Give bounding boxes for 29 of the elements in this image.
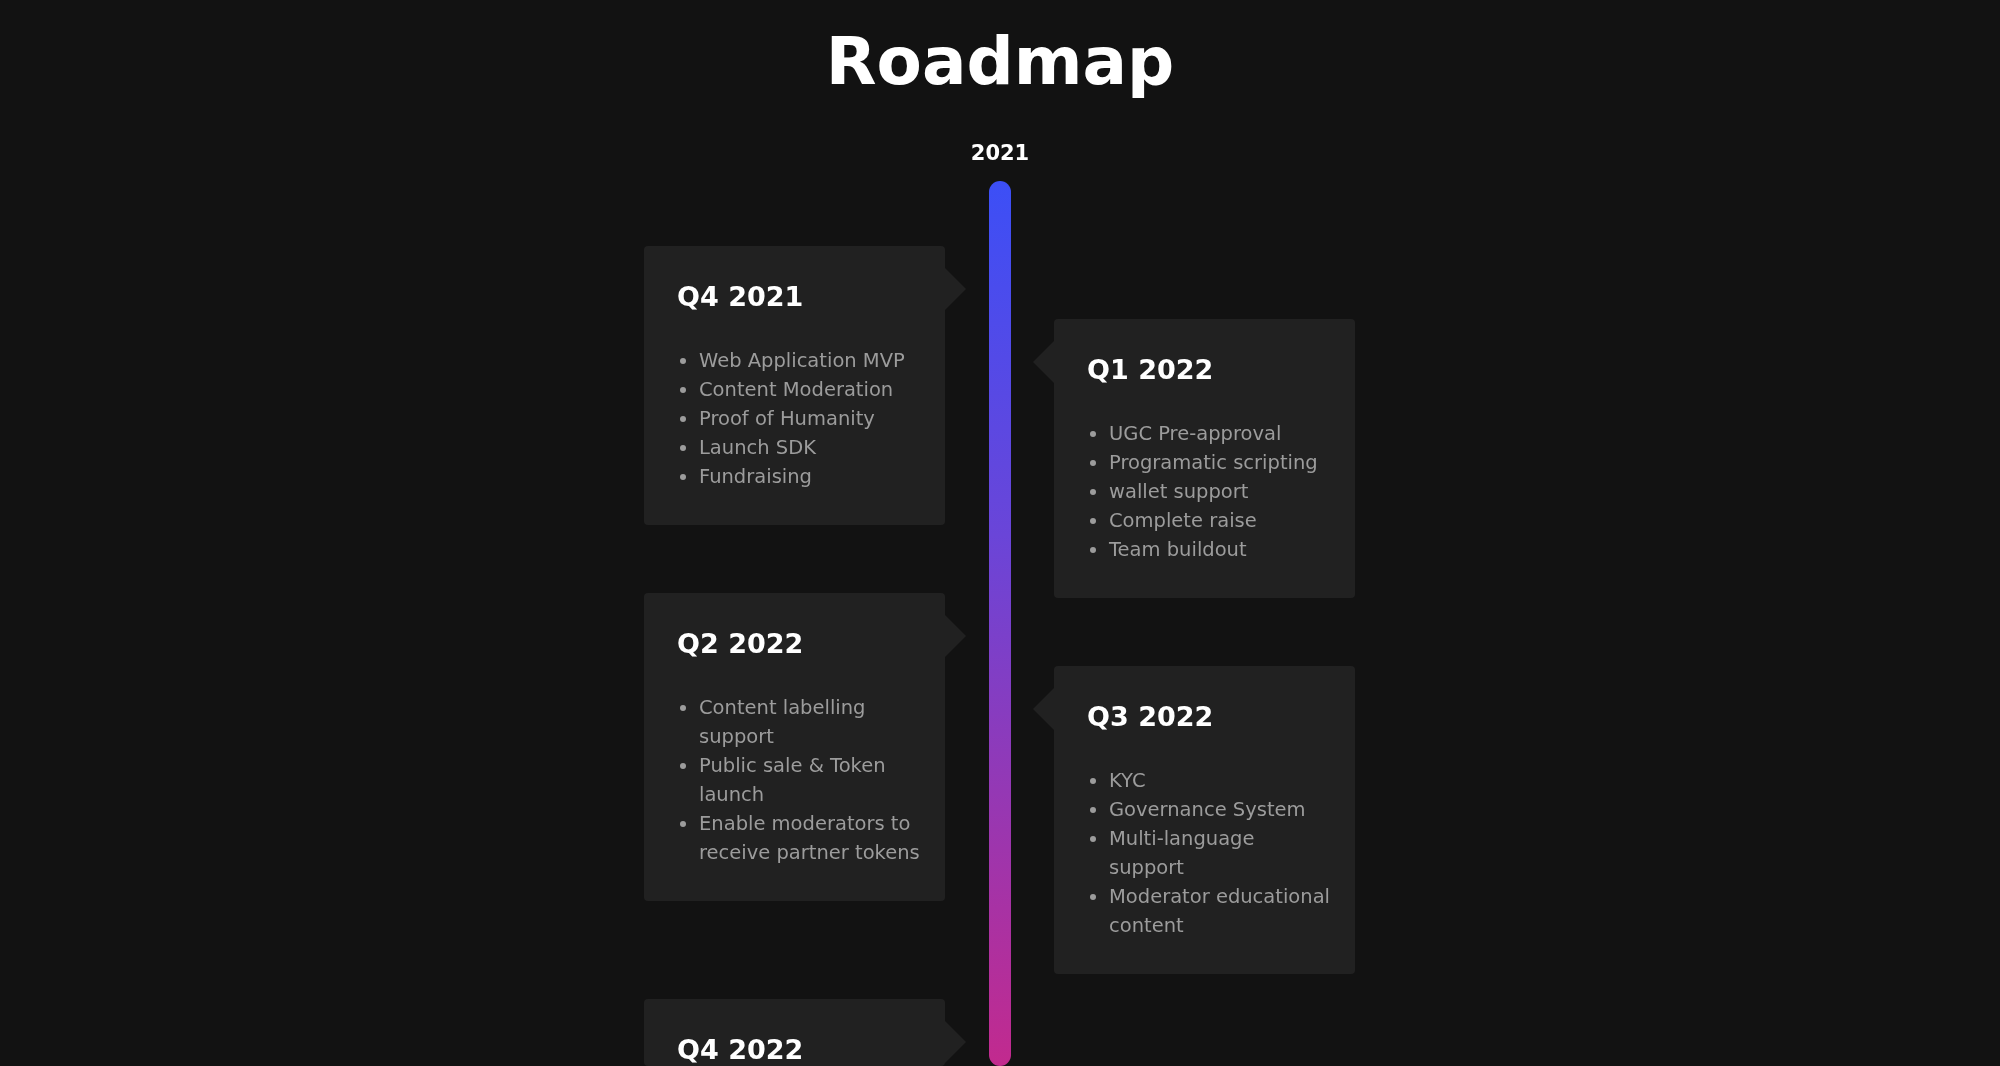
list-item: Governance System (1087, 795, 1333, 824)
list-item: Web Application MVP (677, 346, 923, 375)
list-item: Complete raise (1087, 506, 1333, 535)
list-item: Fundraising (677, 462, 923, 491)
list-item: wallet support (1087, 477, 1333, 506)
roadmap-card (644, 246, 945, 525)
card-heading: Q4 2021 (677, 280, 805, 314)
year-label: 2021 (969, 140, 1031, 167)
list-item: Enable moderators to receive partner tokens (677, 809, 923, 867)
card-heading: Q3 2022 (1087, 700, 1215, 734)
card-heading: Q2 2022 (677, 627, 805, 661)
list-item: KYC (1087, 766, 1333, 795)
list-item: Programatic scripting (1087, 448, 1333, 477)
roadmap-card (644, 593, 945, 901)
list-item: Moderator educational content (1087, 882, 1333, 940)
list-item: Content labelling support (677, 693, 923, 751)
list-item: Public sale & Token launch (677, 751, 923, 809)
list-item: UGC Pre-approval (1087, 419, 1333, 448)
list-item: Team buildout (1087, 535, 1333, 564)
list-item: Launch SDK (677, 433, 923, 462)
roadmap-card (1054, 666, 1355, 974)
card-heading: Q1 2022 (1087, 353, 1215, 387)
list-item: Multi-language support (1087, 824, 1333, 882)
roadmap-card (1054, 319, 1355, 598)
card-heading: Q4 2022 (677, 1033, 805, 1066)
list-item: Proof of Humanity (677, 404, 923, 433)
timeline-bar (989, 181, 1011, 1066)
page-title: Roadmap (824, 22, 1176, 102)
list-item: Content Moderation (677, 375, 923, 404)
